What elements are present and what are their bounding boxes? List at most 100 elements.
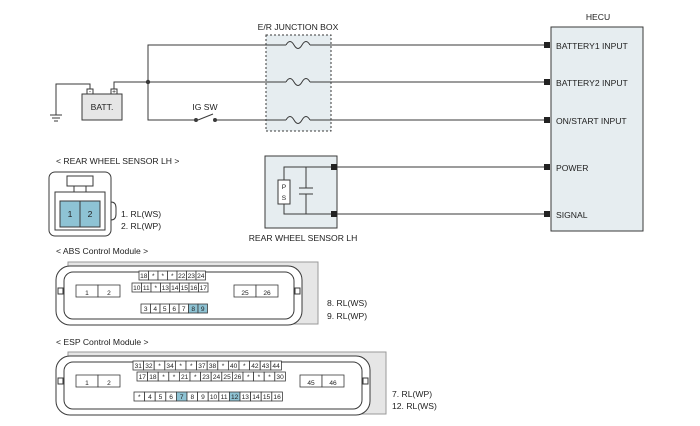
- pin-label: 43: [262, 363, 270, 370]
- hecu-pin-signal: SIGNAL: [544, 210, 588, 220]
- ground-icon: [50, 114, 62, 122]
- pin-label: *: [161, 273, 164, 280]
- wheel-sensor-pinout-2: 2. RL(WP): [121, 221, 161, 231]
- pin-label: 26: [234, 374, 242, 381]
- connector-pin-2: 2: [88, 209, 93, 219]
- battery-negative-icon: -: [89, 89, 91, 96]
- pin-label: 16: [273, 394, 281, 401]
- pin-label: 4: [153, 306, 157, 313]
- hecu-title: HECU: [586, 12, 610, 22]
- pin-label: 14: [252, 394, 260, 401]
- junction-box: E/R JUNCTION BOX: [258, 22, 339, 132]
- ig-switch-label: IG SW: [192, 102, 218, 112]
- pin-label: 32: [145, 363, 153, 370]
- pin-label: 7: [180, 394, 184, 401]
- pin-label: *: [243, 363, 246, 370]
- pin-label: 24: [213, 374, 221, 381]
- pin-label: *: [162, 374, 165, 381]
- pin-label: 2: [107, 290, 111, 297]
- wheel-sensor-heading: < REAR WHEEL SENSOR LH >: [56, 156, 179, 166]
- pin-label: *: [247, 374, 250, 381]
- hecu-pin-on-start: ON/START INPUT: [544, 116, 627, 126]
- hecu-input-label: ON/START INPUT: [556, 116, 627, 126]
- junction-box-title: E/R JUNCTION BOX: [258, 22, 339, 32]
- connector-pin-1: 1: [68, 209, 73, 219]
- abs-pinout-2: 9. RL(WP): [327, 311, 367, 321]
- pin-label: 17: [139, 374, 147, 381]
- pin-label: 11: [221, 394, 228, 401]
- pin-label: 5: [163, 306, 167, 313]
- pin-label: 10: [133, 285, 141, 292]
- power-wires: [120, 44, 544, 122]
- pin-cell: [270, 360, 282, 371]
- pin-label: *: [222, 363, 225, 370]
- ps-letter-s: S: [282, 195, 287, 202]
- pin-cell: [198, 282, 209, 293]
- pin-label: 37: [198, 363, 206, 370]
- pin-label: *: [154, 285, 157, 292]
- pin-label: 26: [263, 290, 271, 297]
- pin-cell: [274, 371, 286, 382]
- pin-label: 40: [230, 363, 238, 370]
- hecu-pin-battery2: BATTERY2 INPUT: [544, 78, 629, 88]
- pin-label: 1: [85, 290, 89, 297]
- pin-label: *: [179, 363, 182, 370]
- pin-label: 23: [188, 273, 196, 280]
- hecu-input-label: SIGNAL: [556, 210, 588, 220]
- pin-label: 15: [263, 394, 271, 401]
- hecu-input-label: BATTERY2 INPUT: [556, 78, 629, 88]
- ig-switch: IG SW: [192, 102, 219, 121]
- pin-label: 16: [190, 285, 198, 292]
- abs-pinout-1: 8. RL(WS): [327, 298, 367, 308]
- pin-cell: [271, 391, 283, 402]
- pin-label: *: [152, 273, 155, 280]
- pin-label: 15: [181, 285, 189, 292]
- hecu-input-label: BATTERY1 INPUT: [556, 41, 629, 51]
- esp-module-heading: < ESP Control Module >: [56, 337, 149, 347]
- pin-label: 10: [210, 394, 218, 401]
- pin-label: 34: [166, 363, 174, 370]
- pin-label: 31: [135, 363, 143, 370]
- pin-label: 38: [209, 363, 217, 370]
- pin-label: 45: [307, 380, 315, 387]
- abs-module-heading: < ABS Control Module >: [56, 246, 148, 256]
- esp-pinout-1: 7. RL(WP): [392, 389, 432, 399]
- hecu-pin-battery1: BATTERY1 INPUT: [544, 41, 629, 51]
- pin-cell: [97, 284, 121, 298]
- pin-label: 3: [144, 306, 148, 313]
- pin-label: 46: [329, 380, 337, 387]
- pin-label: 18: [149, 374, 157, 381]
- wheel-sensor-label: REAR WHEEL SENSOR LH: [249, 233, 358, 243]
- ps-element: P S: [277, 179, 291, 205]
- pin-label: 24: [197, 273, 205, 280]
- pin-label: 9: [201, 394, 205, 401]
- pin-label: *: [258, 374, 261, 381]
- pin-cell: [321, 374, 345, 388]
- pin-label: 17: [200, 285, 208, 292]
- hecu-input-label: POWER: [556, 163, 588, 173]
- pin-label: 5: [159, 394, 163, 401]
- wheel-sensor-connector: < REAR WHEEL SENSOR LH > 1 2 1. RL(WS) 2…: [48, 156, 179, 237]
- pin-label: 21: [181, 374, 189, 381]
- pin-label: 4: [148, 394, 152, 401]
- pin-cell: [255, 284, 279, 298]
- pin-label: 9: [201, 306, 205, 313]
- pin-label: 6: [169, 394, 173, 401]
- pin-label: *: [171, 273, 174, 280]
- pin-label: *: [190, 363, 193, 370]
- ps-letter-p: P: [282, 184, 287, 191]
- battery: - + BATT.: [50, 81, 123, 122]
- pin-label: 25: [241, 290, 249, 297]
- wheel-sensor-pinout-1: 1. RL(WS): [121, 209, 161, 219]
- pin-label: *: [158, 363, 161, 370]
- pin-label: 8: [190, 394, 194, 401]
- pin-label: 8: [191, 306, 195, 313]
- hecu-pin-power: POWER: [544, 163, 588, 173]
- pin-label: 6: [172, 306, 176, 313]
- pin-label: 42: [251, 363, 259, 370]
- battery-label: BATT.: [91, 102, 114, 112]
